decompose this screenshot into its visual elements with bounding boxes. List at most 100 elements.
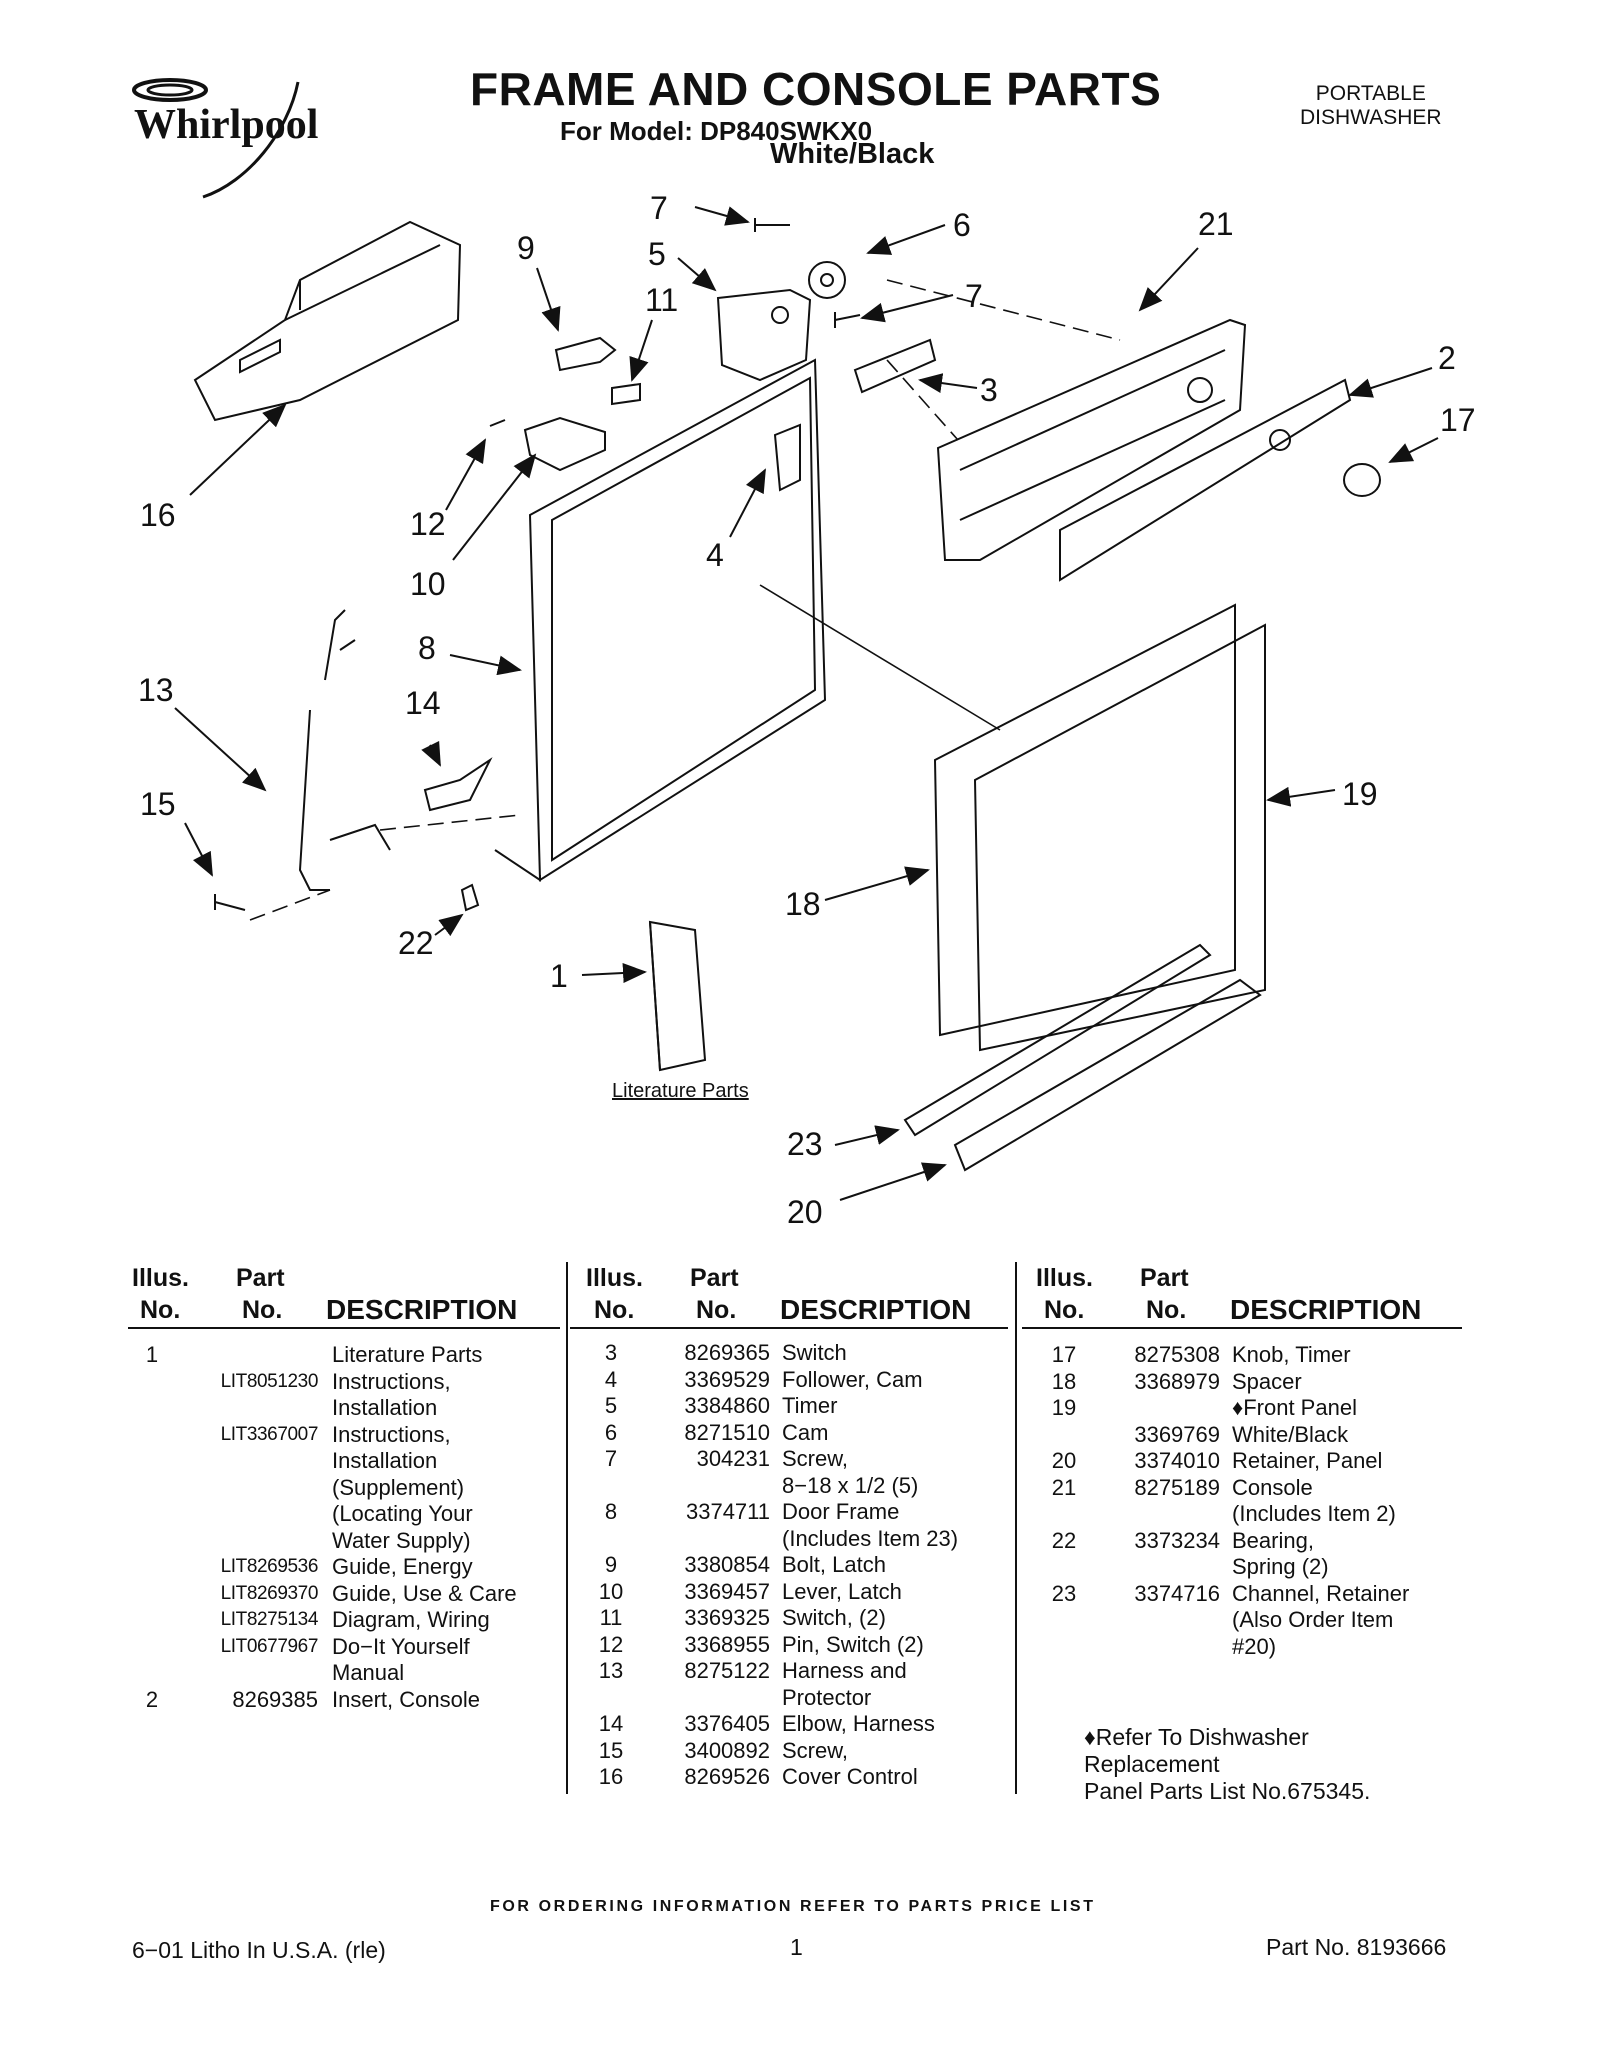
- illus-no: 2: [145, 1686, 159, 1712]
- part-no: 3369325: [684, 1605, 770, 1630]
- callout-6: 6: [953, 207, 971, 243]
- screw-part-mid: [834, 312, 861, 328]
- description: Instructions,: [332, 1421, 451, 1447]
- part-no: 3369457: [684, 1578, 770, 1604]
- table-row: Water Supply): [132, 1528, 562, 1555]
- description: (Includes Item 23): [782, 1525, 959, 1551]
- part-no: 3384860: [684, 1393, 770, 1418]
- note-line: Panel Parts List No.675345.: [1084, 1778, 1371, 1804]
- description: Console: [1232, 1474, 1313, 1500]
- illus-no: 21: [1051, 1474, 1077, 1500]
- header-rule-1: [128, 1327, 560, 1329]
- latch-bolt-part: [554, 336, 617, 372]
- header-description-col1: DESCRIPTION: [326, 1294, 518, 1325]
- header-part: Part: [236, 1264, 285, 1292]
- description: (Supplement): [332, 1474, 465, 1500]
- description: Channel, Retainer: [1232, 1580, 1410, 1606]
- part-no: LIT0677967: [220, 1635, 319, 1657]
- part-no: 8269526: [684, 1764, 770, 1789]
- description: Follower, Cam: [782, 1366, 923, 1392]
- description: #20): [1232, 1633, 1277, 1659]
- part-no: 3369529: [684, 1366, 770, 1392]
- table-row: Spring (2): [1036, 1554, 1466, 1581]
- description: Spacer: [1232, 1368, 1302, 1394]
- callout-23: 23: [787, 1126, 823, 1162]
- description: Bolt, Latch: [782, 1552, 886, 1577]
- callout-19: 19: [1342, 776, 1378, 812]
- callout-3: 3: [980, 372, 998, 408]
- table-row: 19♦Front Panel: [1036, 1395, 1466, 1422]
- description: 8−18 x 1/2 (5): [782, 1472, 919, 1498]
- table-row: (Also Order Item: [1036, 1607, 1466, 1634]
- part-no: 8269365: [684, 1340, 770, 1365]
- part-no: 3368955: [684, 1631, 770, 1657]
- description: Instructions,: [332, 1368, 451, 1394]
- front-panel-part: [933, 603, 1266, 1052]
- part-no: 3373234: [1134, 1527, 1220, 1553]
- illus-no: 3: [604, 1340, 618, 1365]
- table-row: (Includes Item 2): [1036, 1501, 1466, 1528]
- cover-control-part: [193, 220, 462, 422]
- description: Door Frame: [782, 1499, 900, 1524]
- description: Lever, Latch: [782, 1578, 902, 1604]
- header-part-no: No.: [1146, 1296, 1187, 1324]
- header-description-col2: DESCRIPTION: [780, 1294, 972, 1325]
- part-no: LIT8269370: [220, 1582, 319, 1604]
- callout-5: 5: [648, 236, 666, 272]
- screw-part-top: [754, 218, 790, 232]
- callout-10: 10: [410, 566, 446, 602]
- table-row: (Includes Item 23): [586, 1526, 1006, 1553]
- harness-part: [298, 609, 391, 891]
- timer-part: [716, 288, 812, 382]
- illus-no: 9: [604, 1552, 618, 1577]
- illus-no: 12: [598, 1631, 624, 1657]
- description: Installation: [332, 1395, 438, 1420]
- description: Spring (2): [1232, 1554, 1329, 1579]
- header-illus: Illus.: [586, 1264, 643, 1292]
- description: Switch: [782, 1340, 847, 1365]
- part-no: 3380854: [684, 1552, 770, 1577]
- part-no: 8275122: [684, 1658, 770, 1683]
- ordering-info: FOR ORDERING INFORMATION REFER TO PARTS …: [490, 1898, 1096, 1915]
- illus-no: 1: [145, 1342, 159, 1367]
- retainer-panel-part: [953, 978, 1262, 1172]
- callout-17: 17: [1440, 402, 1476, 438]
- table-row: (Locating Your: [132, 1501, 562, 1528]
- table-row: Manual: [132, 1660, 562, 1687]
- header-rule-3: [1022, 1327, 1462, 1329]
- illus-no: 17: [1051, 1342, 1077, 1367]
- header-illus: Illus.: [132, 1264, 189, 1292]
- part-no: 3368979: [1134, 1368, 1220, 1394]
- header-part-col2: Part No.: [690, 1262, 739, 1326]
- description: Protector: [782, 1684, 872, 1710]
- header-part-col1: Part No.: [236, 1262, 285, 1326]
- header-part: Part: [1140, 1264, 1189, 1292]
- litho-info: 6−01 Litho In U.S.A. (rle): [132, 1937, 386, 1963]
- header-description-col3: DESCRIPTION: [1230, 1294, 1422, 1325]
- description: Retainer, Panel: [1232, 1448, 1383, 1473]
- description: Knob, Timer: [1232, 1342, 1351, 1367]
- callout-15: 15: [140, 786, 176, 822]
- description: (Also Order Item: [1232, 1607, 1394, 1632]
- callout-18: 18: [785, 886, 821, 922]
- whirlpool-logo: Whirlpool: [128, 72, 378, 202]
- header-part-no: No.: [696, 1296, 737, 1324]
- callout-4: 4: [706, 537, 724, 573]
- header-illus-col2: Illus. No.: [586, 1262, 643, 1326]
- exploded-parts-diagram: [174, 206, 1439, 1201]
- header-illus-no: No.: [140, 1296, 181, 1324]
- illus-no: 14: [598, 1711, 624, 1736]
- description: Harness and: [782, 1658, 907, 1683]
